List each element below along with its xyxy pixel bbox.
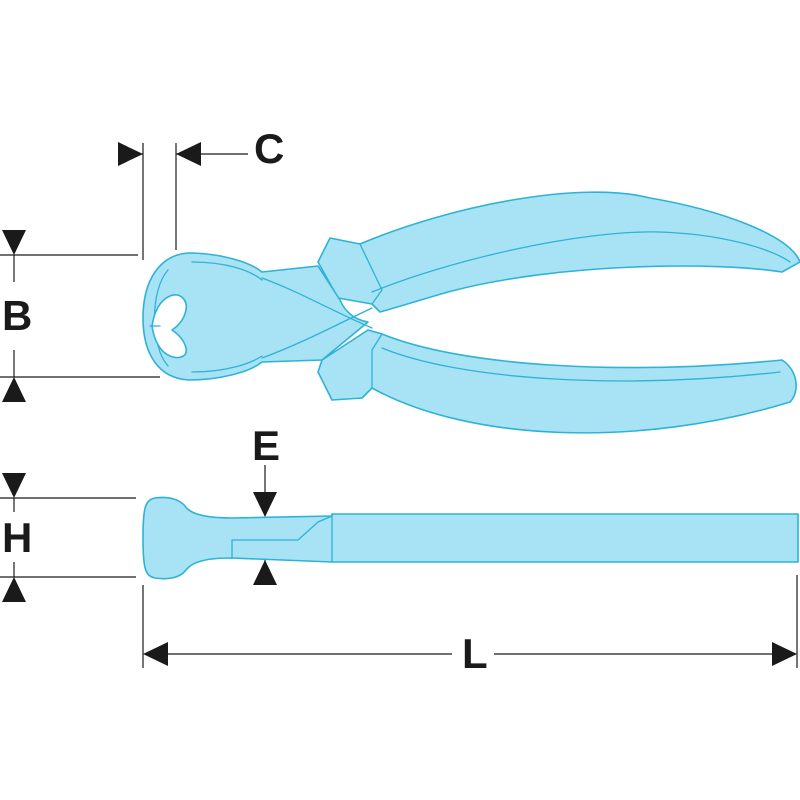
upper-handle <box>317 191 800 313</box>
pliers-head <box>142 252 369 381</box>
dim-c-arrow-right <box>176 142 201 166</box>
lower-handle-grip-edge <box>371 333 383 389</box>
pliers-side-view <box>142 496 799 580</box>
dim-e-arrow-up <box>253 560 277 585</box>
side-view-body <box>142 496 799 580</box>
dim-h-label: H <box>2 514 32 561</box>
dim-b-label: B <box>2 292 32 339</box>
dimension-b: B <box>0 230 160 402</box>
upper-handle-grip-edge <box>359 243 383 305</box>
dimension-h: H <box>0 473 136 602</box>
blade-cross-line-1 <box>261 277 373 329</box>
dim-b-arrow-bottom <box>2 377 26 402</box>
dim-c-arrow-left <box>118 142 143 166</box>
dim-e-label: E <box>252 422 280 469</box>
side-view-jaw-step <box>231 515 333 559</box>
dim-h-arrow-bottom <box>2 577 26 602</box>
pliers-top-view <box>142 191 800 434</box>
head-rim-line <box>191 261 263 373</box>
dim-l-arrow-right <box>772 642 797 666</box>
blade-cross-line-2 <box>261 307 373 359</box>
dimension-l: L <box>142 575 798 677</box>
dim-c-label: C <box>254 125 284 172</box>
dimension-c: C <box>118 125 284 260</box>
upper-handle-contour <box>371 231 791 293</box>
lower-handle-contour <box>381 347 781 382</box>
lower-handle <box>317 329 797 434</box>
dim-b-arrow-top <box>2 230 26 255</box>
dim-h-arrow-top <box>2 473 26 498</box>
dim-l-label: L <box>462 630 488 677</box>
dimension-e: E <box>252 422 280 585</box>
dim-e-arrow-down <box>253 492 277 517</box>
dim-l-arrow-left <box>143 642 168 666</box>
